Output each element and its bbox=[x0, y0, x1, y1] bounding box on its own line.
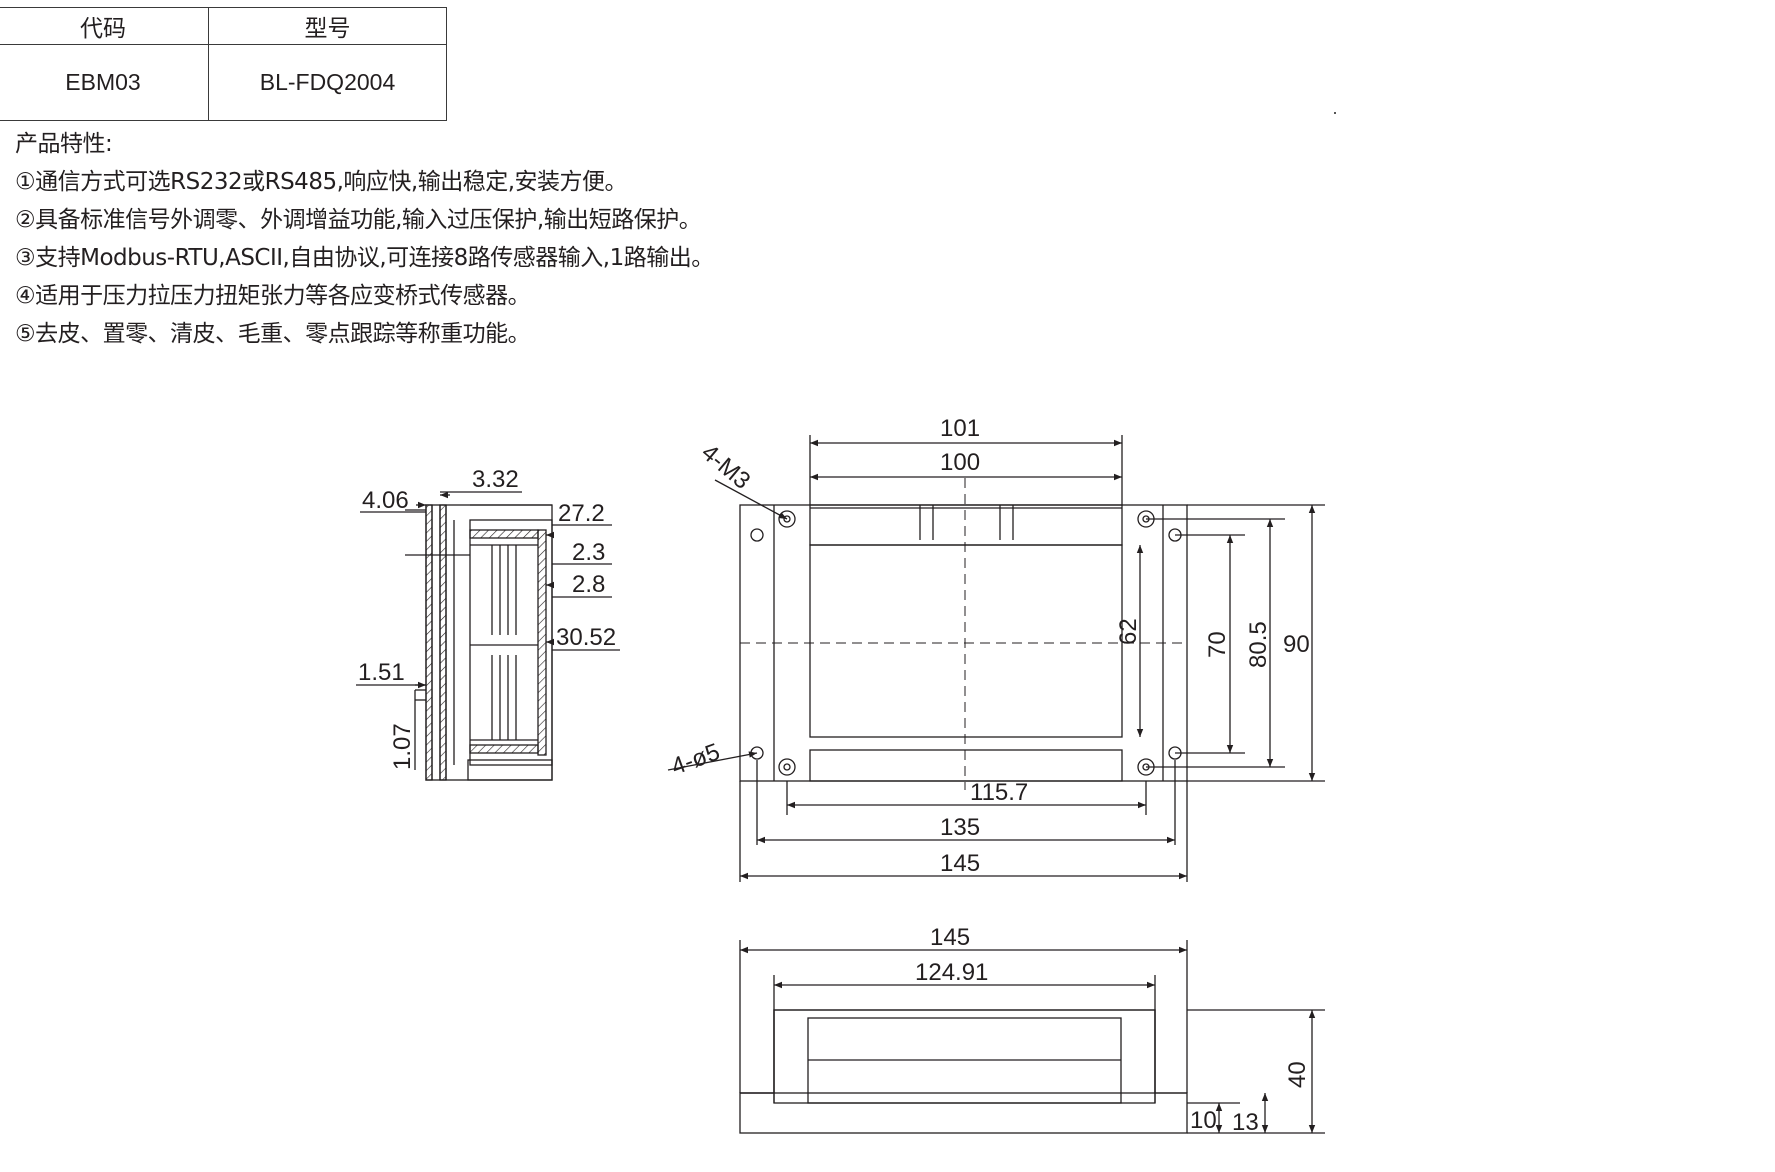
dim-10: 10 bbox=[1190, 1107, 1217, 1134]
dim-1-51: 1.51 bbox=[358, 659, 405, 686]
top-view bbox=[667, 435, 1325, 882]
front-view bbox=[739, 940, 1325, 1134]
dim-124-91: 124.91 bbox=[915, 959, 988, 986]
dim-100: 100 bbox=[940, 449, 980, 476]
feature-title: 产品特性: bbox=[15, 131, 113, 157]
hole-icon bbox=[778, 758, 796, 776]
dim-115-7: 115.7 bbox=[970, 779, 1028, 806]
dim-62: 62 bbox=[1115, 618, 1142, 645]
dim-13: 13 bbox=[1232, 1109, 1259, 1136]
dim-70: 70 bbox=[1204, 631, 1231, 658]
label-4-d5: 4-ø5 bbox=[668, 738, 724, 780]
feature-item: ③支持Modbus-RTU,ASCII,自由协议,可连接8路传感器输入,1路输出… bbox=[15, 245, 714, 271]
side-wall-hatch bbox=[439, 504, 447, 781]
table-row: EBM03 BL-FDQ2004 bbox=[0, 44, 447, 121]
spec-table: 代码 型号 EBM03 BL-FDQ2004 bbox=[0, 7, 447, 121]
dim-90: 90 bbox=[1283, 631, 1310, 658]
hole-icon bbox=[778, 510, 796, 528]
top-view-dims: 101 100 4-M3 4-ø5 62 70 80.5 90 115.7 13… bbox=[668, 415, 1310, 877]
top-window bbox=[809, 544, 1123, 738]
top-terminal-strip bbox=[809, 749, 1123, 782]
dim-30-52: 30.52 bbox=[556, 624, 616, 651]
dim-101: 101 bbox=[940, 415, 980, 442]
dim-145: 145 bbox=[940, 850, 980, 877]
feature-item: ②具备标准信号外调零、外调增益功能,输入过压保护,输出短路保护。 bbox=[15, 207, 702, 233]
side-view bbox=[405, 491, 554, 781]
dim-3-32: 3.32 bbox=[472, 466, 519, 493]
mount-hole-icon bbox=[750, 528, 764, 542]
dim-2-8: 2.8 bbox=[572, 571, 605, 598]
feature-item: ④适用于压力拉压力扭矩张力等各应变桥式传感器。 bbox=[15, 283, 531, 309]
dim-145-front: 145 bbox=[930, 924, 970, 951]
table-header-row: 代码 型号 bbox=[0, 7, 447, 45]
dim-135: 135 bbox=[940, 814, 980, 841]
dim-1-07: 1.07 bbox=[389, 723, 416, 770]
feature-item: ⑤去皮、置零、清皮、毛重、零点跟踪等称重功能。 bbox=[15, 321, 531, 347]
side-wall-hatch bbox=[425, 504, 433, 781]
dim-40: 40 bbox=[1284, 1061, 1311, 1088]
dim-4-06: 4.06 bbox=[362, 487, 409, 514]
stray-dot bbox=[1334, 112, 1336, 114]
top-upper-panel bbox=[809, 504, 1123, 546]
front-view-dims: 145 124.91 40 10 13 bbox=[915, 924, 1311, 1136]
front-body bbox=[773, 1009, 1156, 1104]
table-header-cell: 型号 bbox=[208, 7, 447, 45]
feature-item: ①通信方式可选RS232或RS485,响应快,输出稳定,安装方便。 bbox=[15, 169, 628, 195]
table-header-cell: 代码 bbox=[0, 7, 209, 45]
table-cell-model: BL-FDQ2004 bbox=[208, 44, 447, 121]
table-cell-code: EBM03 bbox=[0, 44, 209, 121]
feature-list: 产品特性: ①通信方式可选RS232或RS485,响应快,输出稳定,安装方便。 … bbox=[15, 125, 714, 353]
side-view-dims: 4.06 3.32 27.2 2.3 2.8 30.52 1.51 1.07 bbox=[356, 466, 620, 770]
dim-80-5: 80.5 bbox=[1245, 621, 1272, 668]
front-base-plate bbox=[739, 1092, 1188, 1134]
dim-27-2: 27.2 bbox=[558, 500, 605, 527]
dim-2-3: 2.3 bbox=[572, 539, 605, 566]
